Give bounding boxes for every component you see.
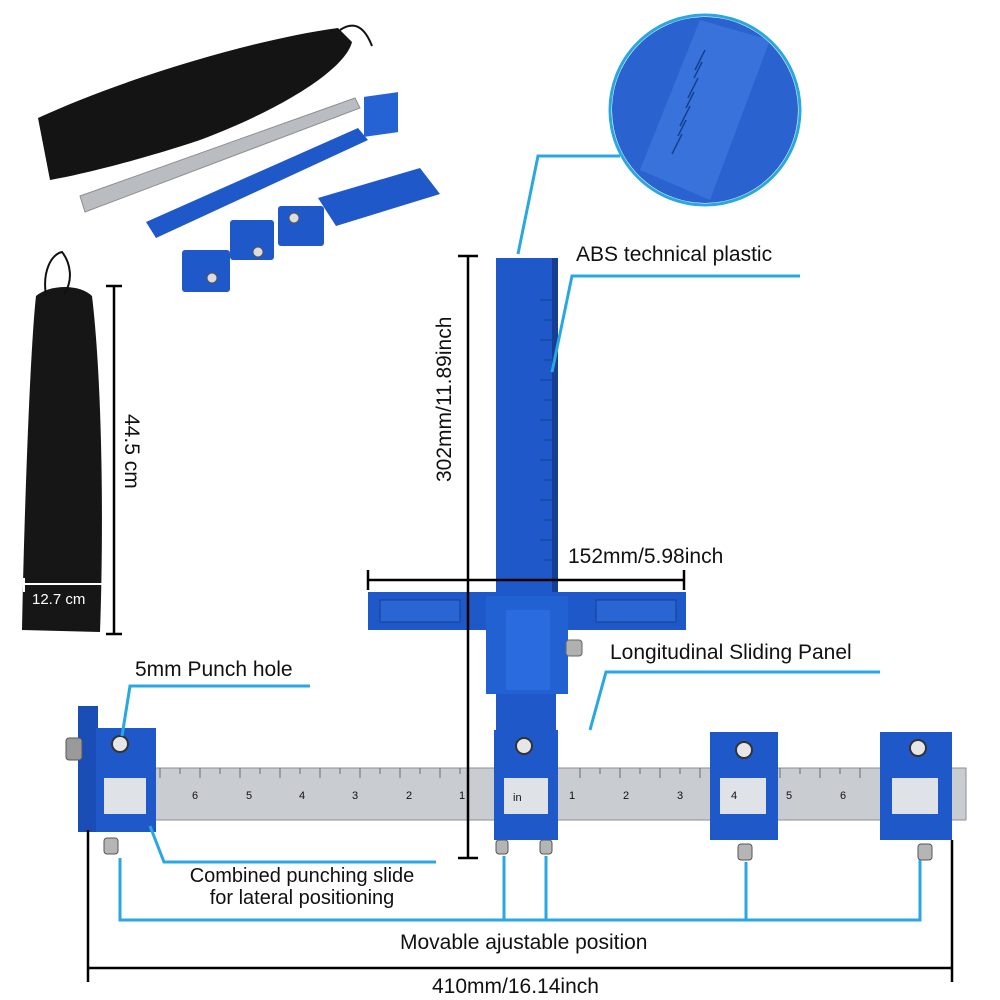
blue-base-small [318, 168, 440, 226]
vertical-arm [496, 258, 558, 598]
ruler-mark-r6: 6 [840, 790, 847, 802]
punch-hole-label: 5mm Punch hole [135, 658, 293, 681]
storage-bag-lying [38, 28, 352, 180]
slide-center [494, 730, 558, 855]
ruler-mark-l4: 4 [299, 790, 306, 802]
magnifier-leader [516, 154, 620, 255]
slide-right-1 [710, 732, 778, 861]
combined-leader [148, 825, 436, 864]
ruler-mark-r1: 1 [569, 790, 576, 802]
ruler-mark-l1: 1 [459, 790, 466, 802]
ruler-mark-center: in [513, 792, 522, 804]
punch-leader [120, 684, 310, 737]
combined-slide-label-line1: Combined punching slide [189, 865, 415, 887]
magnifier-detail [608, 13, 802, 207]
total-length-label: 410mm/16.14inch [432, 975, 599, 998]
sliding-panel-label: Longitudinal Sliding Panel [610, 641, 852, 664]
bag-width-line [23, 578, 107, 592]
sliding-panel-block [486, 596, 583, 694]
abs-leader [550, 274, 800, 373]
slide-right-2 [880, 732, 952, 861]
storage-bag-standing [22, 250, 102, 632]
bag-drawstring [339, 24, 373, 47]
movable-bracket [118, 858, 922, 922]
ruler-mark-r5: 5 [786, 790, 793, 802]
steel-ruler-small [79, 97, 361, 213]
width-dimension-label: 152mm/5.98inch [568, 545, 724, 568]
bag-width-label: 12.7 cm [32, 591, 86, 608]
ruler-mark-r2: 2 [623, 790, 630, 802]
blue-arm-small [146, 128, 368, 238]
height-dimension-label: 302mm/11.89inch [433, 316, 456, 482]
ruler-mark-l5: 5 [246, 790, 253, 802]
panel-leader [588, 670, 880, 731]
ruler-mark-l3: 3 [352, 790, 359, 802]
small-slides [182, 206, 324, 292]
dimension-lines [86, 254, 954, 982]
slide-left [65, 706, 156, 855]
ruler-mark-l2: 2 [406, 790, 413, 802]
ruler-mark-r4: 4 [731, 790, 738, 802]
bag-length-label: 44.5 cm [120, 414, 143, 489]
combined-slide-label-line2: for lateral positioning [209, 887, 395, 909]
kit-overview [38, 24, 440, 292]
blue-tower-small [364, 92, 398, 137]
abs-label: ABS technical plastic [576, 243, 773, 266]
movable-position-label: Movable ajustable position [400, 931, 648, 954]
ruler-mark-r3: 3 [677, 790, 684, 802]
ruler-mark-l6: 6 [192, 790, 199, 802]
leader-lines [118, 154, 922, 922]
